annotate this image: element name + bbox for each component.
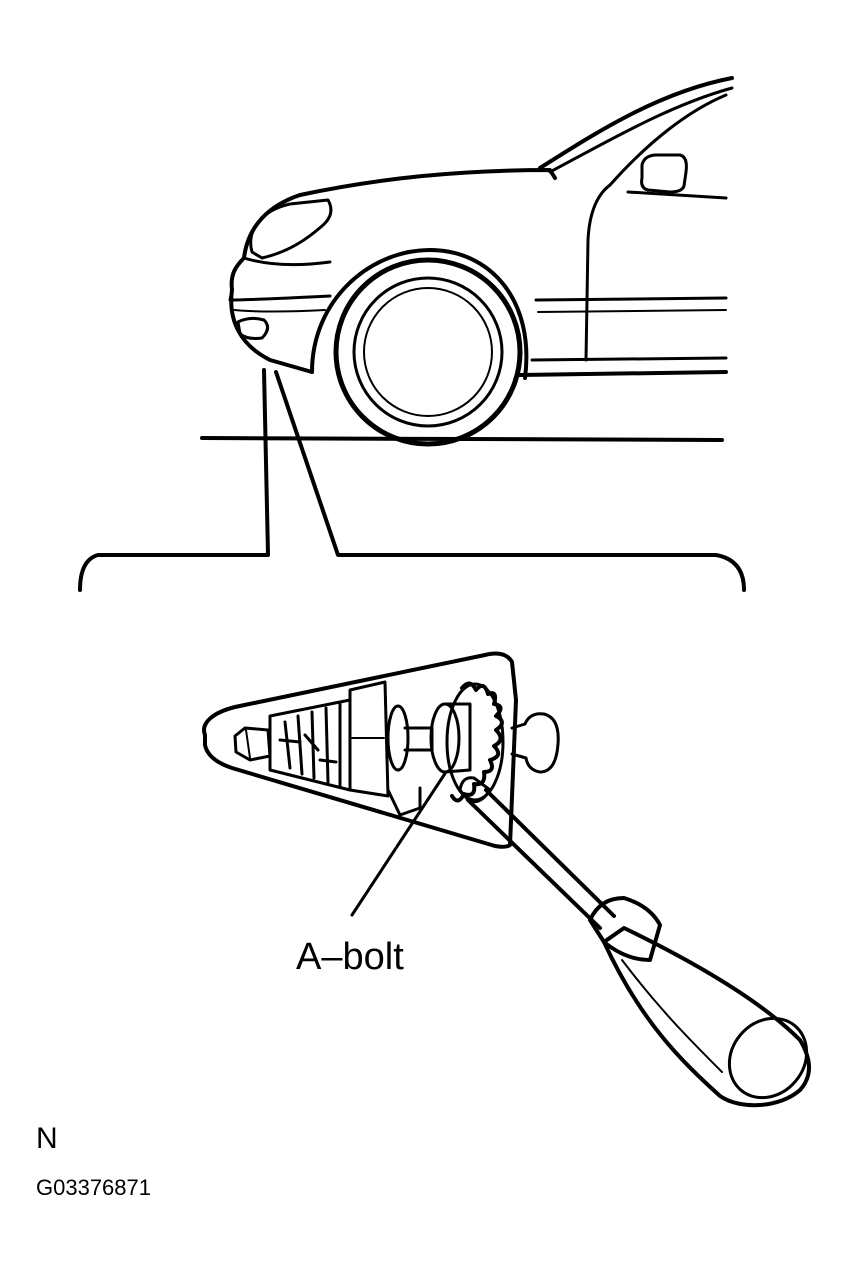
screwdriver-icon bbox=[458, 776, 811, 1108]
figure-code: G03376871 bbox=[36, 1175, 151, 1200]
callout-leader-line bbox=[350, 770, 448, 917]
callout-bracket bbox=[78, 368, 746, 592]
corner-mark: N bbox=[36, 1122, 58, 1155]
headlight-adjuster-icon bbox=[202, 651, 560, 849]
a-bolt-label: A–bolt bbox=[296, 936, 404, 978]
car-front-icon bbox=[200, 76, 734, 447]
